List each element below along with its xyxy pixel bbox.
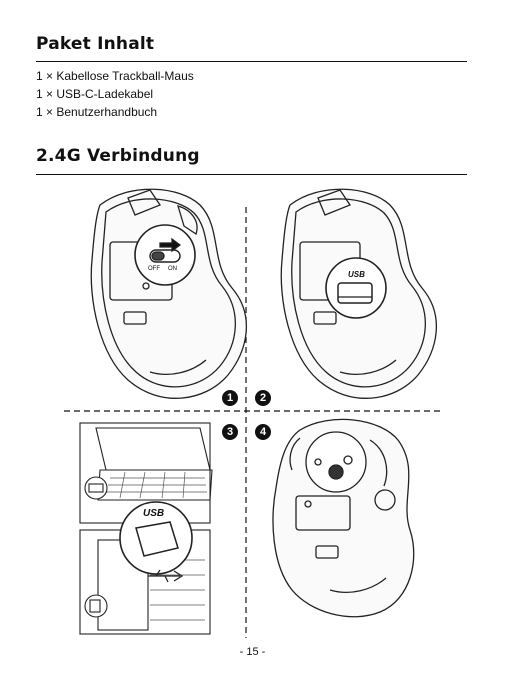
step-2-badge: 2: [255, 390, 271, 406]
page-number: - 15 -: [0, 646, 505, 658]
usb-label-2: USB: [143, 508, 164, 519]
switch-on-label: ON: [168, 266, 177, 272]
usb-label-1: USB: [348, 270, 365, 279]
step-3-badge: 3: [222, 424, 238, 440]
step-4-badge: 4: [255, 424, 271, 440]
mouse-bottom-illustration-2: [281, 189, 436, 398]
computer-illustration: [80, 423, 212, 634]
switch-off-label: OFF: [148, 266, 160, 272]
step-1-badge: 1: [222, 390, 238, 406]
mouse-bottom-illustration-1: [91, 189, 246, 398]
mouse-top-illustration: [273, 419, 414, 616]
